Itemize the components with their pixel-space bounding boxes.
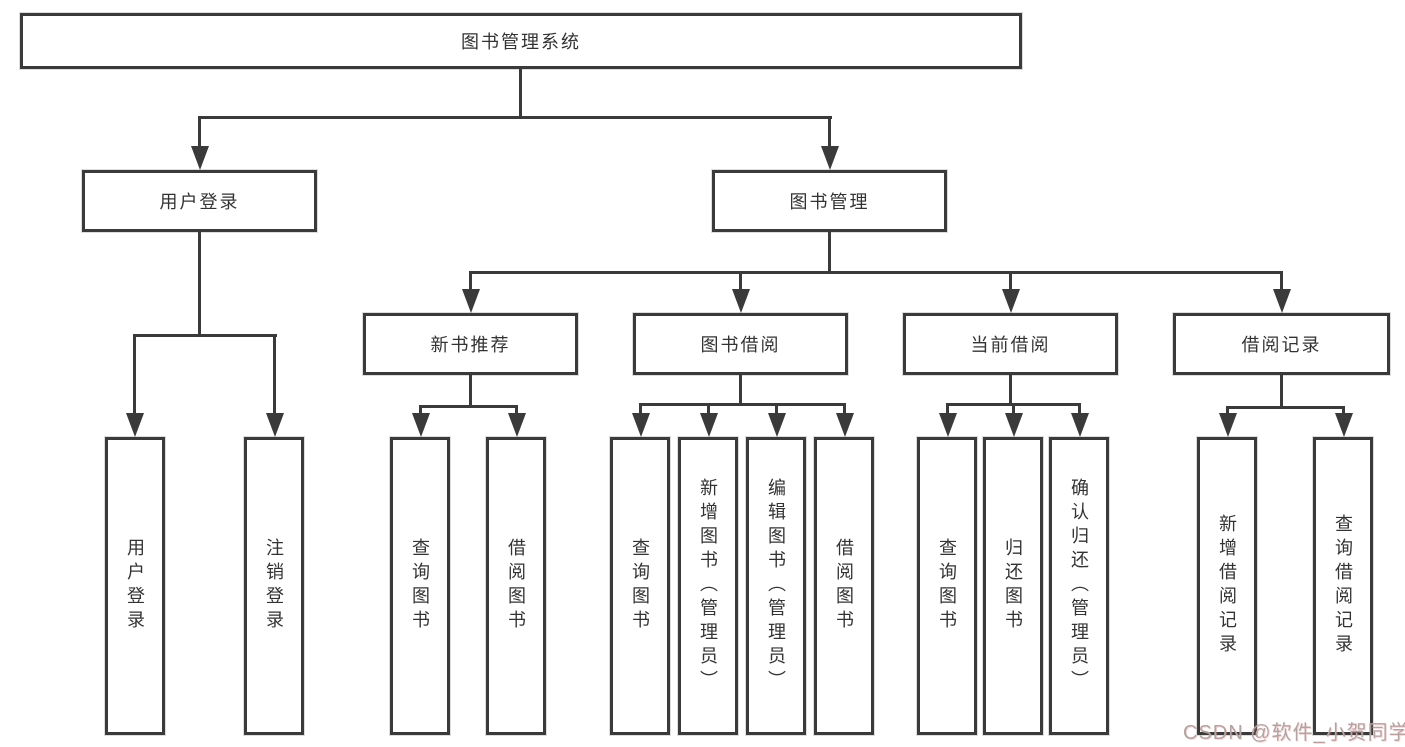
connector-mgmt-bar xyxy=(469,271,1283,274)
connector-leaf-stem xyxy=(1226,406,1229,415)
connector-leaf-stem xyxy=(515,405,518,415)
arrow-down-icon xyxy=(1273,289,1291,313)
arrow-down-icon xyxy=(508,413,526,437)
arrow-down-icon xyxy=(126,413,144,437)
connector-l3-stem xyxy=(1280,271,1283,291)
connector-leaf-stem xyxy=(1012,403,1015,415)
connector-login-bar xyxy=(133,334,277,337)
connector-l2a-stem xyxy=(198,116,201,148)
arrow-down-icon xyxy=(1219,413,1237,437)
connector-leaf-stem xyxy=(775,403,778,415)
connector-leaf-stem xyxy=(1078,403,1081,415)
arrow-down-icon xyxy=(412,413,430,437)
arrow-down-icon xyxy=(836,413,854,437)
node-book-borrowing: 图书借阅 xyxy=(633,313,848,375)
connector-leaf-stem xyxy=(273,334,276,415)
leaf-confirm-return-admin: 确认归还（管理员） xyxy=(1049,437,1109,735)
arrow-down-icon xyxy=(266,413,284,437)
connector-leaf-stem xyxy=(707,403,710,415)
node-book-management: 图书管理 xyxy=(712,170,947,232)
arrow-down-icon xyxy=(1002,289,1020,313)
leaf-borrow-books-borrowing: 借阅图书 xyxy=(814,437,874,735)
leaf-user-login: 用户登录 xyxy=(105,437,165,735)
connector-group-stem xyxy=(739,375,742,406)
connector-mgmt-stem xyxy=(828,232,831,274)
connector-leaf-stem xyxy=(946,403,949,415)
arrow-down-icon xyxy=(632,413,650,437)
connector-group-bar xyxy=(639,403,846,406)
node-new-book-recommend: 新书推荐 xyxy=(363,313,578,375)
leaf-logout-login: 注销登录 xyxy=(244,437,304,735)
connector-leaf-stem xyxy=(419,405,422,415)
connector-group-bar xyxy=(419,405,518,408)
connector-l3-stem xyxy=(739,271,742,291)
connector-group-bar xyxy=(1226,406,1344,409)
node-user-login: 用户登录 xyxy=(82,170,317,232)
arrow-down-icon xyxy=(1335,413,1353,437)
arrow-down-icon xyxy=(732,289,750,313)
node-library-system: 图书管理系统 xyxy=(20,13,1022,69)
leaf-query-books-recommend: 查询图书 xyxy=(390,437,450,735)
connector-group-stem xyxy=(1009,375,1012,406)
connector-login-stem xyxy=(198,232,201,337)
connector-leaf-stem xyxy=(1342,406,1345,415)
csdn-watermark: CSDN @软件_小贺同学 xyxy=(1183,722,1405,744)
arrow-down-icon xyxy=(821,146,839,170)
connector-leaf-stem xyxy=(639,403,642,415)
leaf-borrow-books-recommend: 借阅图书 xyxy=(486,437,546,735)
connector-group-stem xyxy=(469,375,472,408)
leaf-add-borrow-record: 新增借阅记录 xyxy=(1197,437,1257,735)
arrow-down-icon xyxy=(191,146,209,170)
leaf-query-books-borrowing: 查询图书 xyxy=(610,437,670,735)
leaf-query-books-current: 查询图书 xyxy=(917,437,977,735)
connector-l2b-stem xyxy=(828,116,831,148)
node-current-borrowing: 当前借阅 xyxy=(903,313,1118,375)
arrow-down-icon xyxy=(768,413,786,437)
arrow-down-icon xyxy=(939,413,957,437)
leaf-return-books: 归还图书 xyxy=(983,437,1043,735)
node-borrowing-records: 借阅记录 xyxy=(1173,313,1390,375)
leaf-edit-books-admin: 编辑图书（管理员） xyxy=(746,437,806,735)
connector-l3-stem xyxy=(469,271,472,291)
connector-root-bar xyxy=(198,116,832,119)
connector-leaf-stem xyxy=(133,334,136,415)
leaf-query-borrow-record: 查询借阅记录 xyxy=(1313,437,1373,735)
connector-l3-stem xyxy=(1009,271,1012,291)
connector-root-stem xyxy=(519,69,522,119)
connector-group-stem xyxy=(1280,375,1283,409)
arrow-down-icon xyxy=(700,413,718,437)
arrow-down-icon xyxy=(1005,413,1023,437)
arrow-down-icon xyxy=(462,289,480,313)
connector-leaf-stem xyxy=(843,403,846,415)
arrow-down-icon xyxy=(1071,413,1089,437)
leaf-add-books-admin: 新增图书（管理员） xyxy=(678,437,738,735)
